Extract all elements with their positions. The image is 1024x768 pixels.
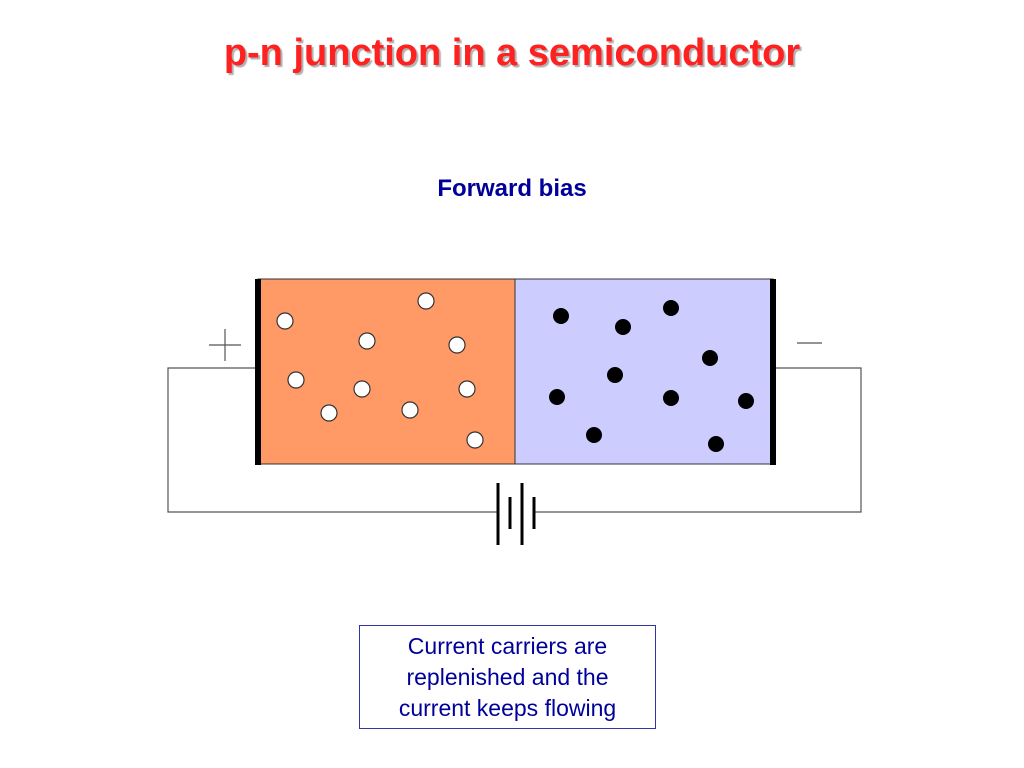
electron-carrier bbox=[708, 436, 724, 452]
right-wire bbox=[535, 367, 862, 513]
hole-carrier bbox=[401, 401, 419, 419]
hole-carrier bbox=[320, 404, 338, 422]
hole-carrier bbox=[353, 380, 371, 398]
electron-carrier bbox=[663, 300, 679, 316]
caption-box: Current carriers are replenished and the… bbox=[359, 625, 656, 729]
electron-carrier bbox=[738, 393, 754, 409]
electron-carrier bbox=[615, 319, 631, 335]
electron-carrier bbox=[586, 427, 602, 443]
left-electrode bbox=[255, 279, 261, 465]
caption-text: Current carriers are replenished and the… bbox=[398, 632, 617, 721]
slide-subtitle: Forward bias bbox=[437, 175, 587, 202]
hole-carriers bbox=[276, 292, 484, 449]
plus-sign-icon bbox=[209, 329, 241, 361]
hole-carrier bbox=[458, 380, 476, 398]
n-region bbox=[514, 278, 774, 465]
electron-carrier bbox=[702, 350, 718, 366]
hole-carrier bbox=[417, 292, 435, 310]
electron-carrier bbox=[553, 308, 569, 324]
hole-carrier bbox=[287, 371, 305, 389]
electron-carrier bbox=[549, 389, 565, 405]
electron-carrier bbox=[663, 390, 679, 406]
slide-title: p-n junction in a semiconductor bbox=[223, 32, 801, 74]
left-wire bbox=[167, 367, 497, 513]
electron-carrier bbox=[607, 367, 623, 383]
hole-carrier bbox=[358, 332, 376, 350]
electron-carriers bbox=[549, 300, 754, 452]
hole-carrier bbox=[466, 431, 484, 449]
circuit-wires bbox=[167, 367, 862, 513]
hole-carrier bbox=[276, 312, 294, 330]
battery-icon bbox=[496, 483, 536, 545]
hole-carrier bbox=[448, 336, 466, 354]
right-electrode bbox=[770, 279, 776, 465]
